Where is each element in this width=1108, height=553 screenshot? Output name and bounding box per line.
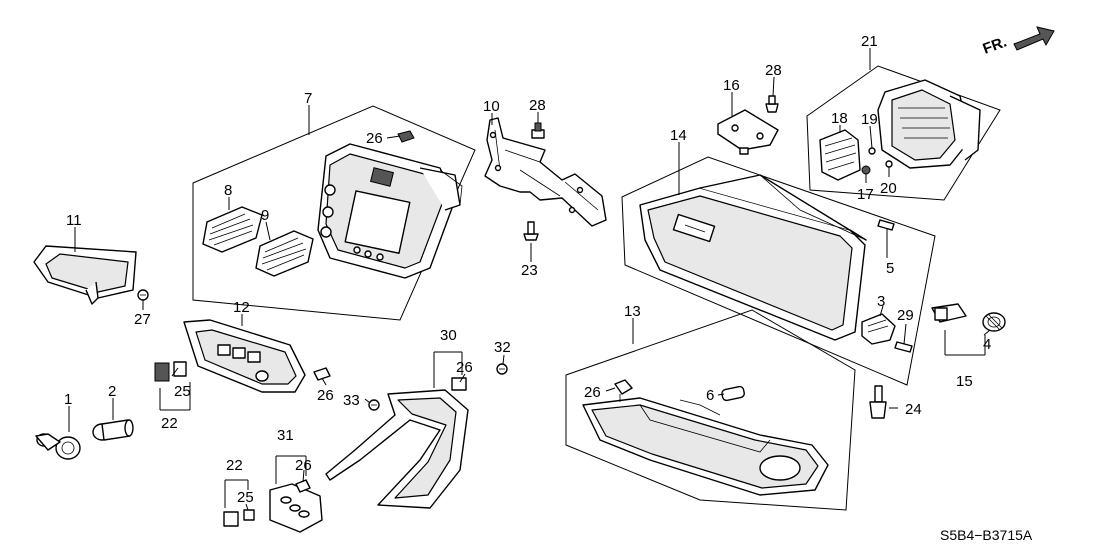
callout-17: 17 [857, 186, 874, 203]
group-box-13 [565, 309, 856, 511]
spring-29 [894, 341, 913, 353]
clip-26-a [397, 130, 415, 143]
leader-lines [68, 48, 991, 511]
callout-19: 19 [861, 111, 878, 128]
vent-8 [202, 206, 263, 253]
callout-15: 15 [956, 373, 973, 390]
direction-label: FR. [981, 34, 1010, 58]
callout-10: 10 [483, 98, 500, 115]
callout-14: 14 [670, 127, 687, 144]
bolt-28-b [765, 95, 779, 113]
callout-23: 23 [521, 262, 538, 279]
socket-1 [35, 433, 81, 460]
clip-26-b [614, 379, 633, 402]
clip-26-c [313, 367, 331, 381]
bolt-24 [869, 385, 887, 419]
callout-31: 31 [277, 427, 294, 444]
bolt-28-a [531, 122, 545, 139]
panel-31 [269, 479, 323, 533]
callout-26-a: 26 [366, 130, 383, 147]
callout-33: 33 [343, 392, 360, 409]
pillar-cover-30 [325, 377, 469, 509]
bolt-23 [523, 221, 539, 241]
callout-3: 3 [877, 293, 885, 310]
front-direction-arrow: FR. [981, 26, 1055, 58]
callout-26-d: 26 [584, 384, 601, 401]
pocket-11 [33, 245, 137, 305]
callout-9: 9 [261, 207, 269, 224]
screw-33 [368, 399, 380, 411]
glove-box-14 [639, 174, 867, 341]
callout-22-a: 22 [161, 415, 178, 432]
callout-4: 4 [983, 336, 991, 353]
callout-28-b: 28 [529, 97, 546, 114]
vent-18 [819, 129, 861, 181]
callout-1: 1 [64, 391, 72, 408]
callout-7: 7 [304, 90, 312, 107]
callout-20: 20 [880, 180, 897, 197]
cylinder-4 [982, 312, 1006, 332]
callout-27: 27 [134, 311, 151, 328]
callout-16: 16 [723, 77, 740, 94]
callout-28-a: 28 [765, 62, 782, 79]
vent-9 [255, 230, 314, 277]
callout-12: 12 [233, 299, 250, 316]
screw-5 [877, 219, 895, 231]
callout-26-e: 26 [295, 457, 312, 474]
callout-labels: 1 2 3 4 5 6 7 8 9 10 11 12 13 14 15 16 1… [64, 33, 991, 506]
callout-21: 21 [861, 33, 878, 50]
callout-26-b: 26 [317, 387, 334, 404]
callout-25-b: 25 [237, 489, 254, 506]
callout-30: 30 [440, 327, 457, 344]
switch-25-a [154, 361, 187, 382]
diagram-code: S5B4−B3715A [940, 527, 1033, 543]
switch-25-b [223, 509, 255, 527]
group-box-14 [621, 156, 936, 386]
clip-32 [496, 363, 508, 375]
lock-15 [931, 303, 967, 323]
callout-26-c: 26 [456, 359, 473, 376]
callout-29: 29 [897, 307, 914, 324]
lighter-2 [92, 419, 134, 441]
latch-3 [861, 313, 896, 345]
lower-box-13 [582, 397, 829, 496]
bracket-16 [717, 109, 779, 155]
callout-24: 24 [905, 401, 922, 418]
screw-27 [137, 289, 149, 301]
part-6 [721, 385, 745, 402]
callout-11: 11 [66, 212, 82, 229]
callout-22-b: 22 [226, 457, 243, 474]
callout-8: 8 [224, 182, 232, 199]
vent-assembly-21 [877, 79, 981, 169]
center-panel [317, 143, 463, 279]
bracket-10 [484, 117, 607, 227]
callout-18: 18 [831, 110, 848, 127]
callout-25-a: 25 [174, 383, 191, 400]
arrow-icon [1013, 26, 1055, 51]
callout-32: 32 [494, 339, 511, 356]
callout-13: 13 [624, 303, 641, 320]
callout-6: 6 [706, 387, 714, 404]
callout-2: 2 [108, 383, 116, 400]
callout-5: 5 [886, 260, 894, 277]
switch-panel-12 [183, 319, 306, 393]
